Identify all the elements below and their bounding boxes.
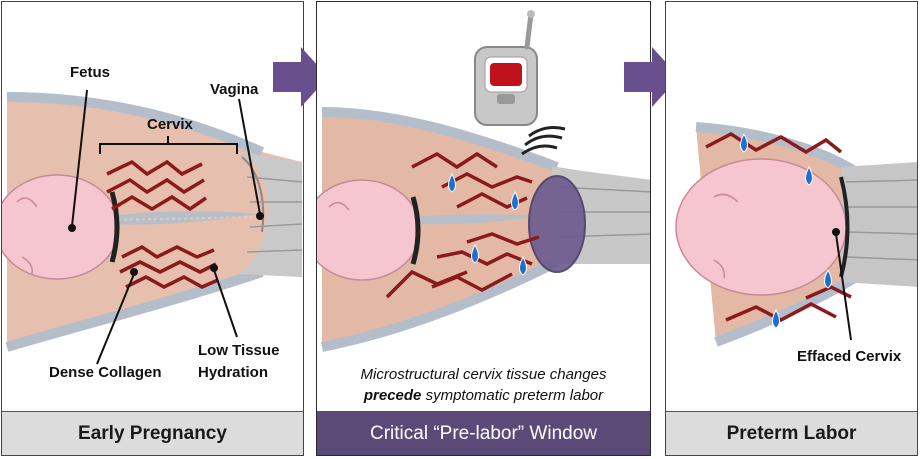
caption-emphasis: precede xyxy=(363,387,422,404)
arrow-right-icon xyxy=(273,47,328,107)
panel-title-preterm-labor: Preterm Labor xyxy=(666,411,917,455)
fetus-label: Fetus xyxy=(70,64,111,81)
vagina-label: Vagina xyxy=(210,81,259,98)
panel-title-early-pregnancy: Early Pregnancy xyxy=(2,411,303,455)
low-tissue-label: Low Tissue xyxy=(198,342,280,359)
panel-title-prelabor-window: Critical “Pre-labor” Window xyxy=(317,411,650,455)
phone-icon xyxy=(474,10,538,126)
panel-prelabor-window: Microstructural cervix tissue changes pr… xyxy=(316,1,651,456)
caption-rest: symptomatic preterm labor xyxy=(421,387,604,404)
cervix-label: Cervix xyxy=(147,116,193,133)
effaced-cervix-label: Effaced Cervix xyxy=(797,348,902,365)
caption-line-1: Microstructural cervix tissue changes xyxy=(360,366,607,383)
early-pregnancy-illustration xyxy=(2,89,303,365)
preterm-labor-illustration xyxy=(675,122,917,347)
panel-early-pregnancy: Fetus Vagina Cervix Dense Collagen Low T… xyxy=(1,1,304,456)
dense-collagen-label: Dense Collagen xyxy=(49,364,162,381)
prelabor-illustration xyxy=(317,10,650,352)
hydration-label: Hydration xyxy=(198,364,269,381)
caption-line-2: precede symptomatic preterm labor xyxy=(317,386,650,406)
panel-preterm-labor: Effaced Cervix Preterm Labor xyxy=(665,1,918,456)
